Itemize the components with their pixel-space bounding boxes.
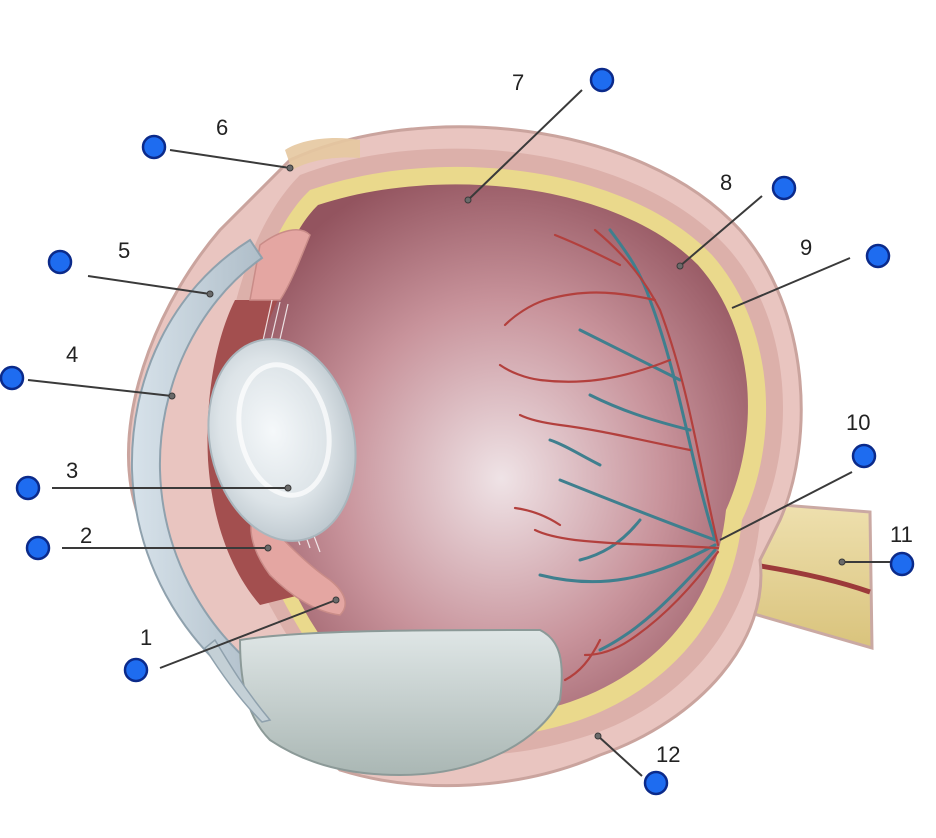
sectional-cut-shape bbox=[238, 628, 563, 777]
leader-1 bbox=[159, 599, 337, 669]
label-number-3: 3 bbox=[66, 458, 78, 483]
answer-markers bbox=[0, 67, 915, 796]
ciliary-body-upper bbox=[249, 229, 311, 301]
leader-8 bbox=[679, 195, 763, 267]
vitreous-body-shape bbox=[254, 184, 748, 720]
label-number-1: 1 bbox=[140, 625, 152, 650]
leader-12 bbox=[597, 735, 643, 777]
label-number-5: 5 bbox=[118, 238, 130, 263]
leader-6-tip bbox=[286, 164, 294, 172]
label-number-8: 8 bbox=[720, 170, 732, 195]
leader-5 bbox=[87, 275, 211, 295]
marker-5[interactable] bbox=[47, 249, 73, 275]
marker-12[interactable] bbox=[643, 770, 669, 796]
leader-4-tip bbox=[168, 392, 176, 400]
marker-1[interactable] bbox=[123, 657, 149, 683]
marker-10[interactable] bbox=[851, 443, 877, 469]
marker-8[interactable] bbox=[771, 175, 797, 201]
leader-6 bbox=[169, 149, 291, 169]
number-labels: 1 2 3 4 5 6 7 8 9 10 11 12 bbox=[66, 70, 913, 767]
leader-lines bbox=[27, 89, 890, 777]
marker-3[interactable] bbox=[15, 475, 41, 501]
label-number-10: 10 bbox=[846, 410, 870, 435]
label-number-4: 4 bbox=[66, 342, 78, 367]
label-number-12: 12 bbox=[656, 742, 680, 767]
leader-2-tip bbox=[264, 544, 272, 552]
leader-5-tip bbox=[206, 290, 214, 298]
lens-inner-ring bbox=[236, 362, 332, 498]
leader-12-tip bbox=[594, 732, 602, 740]
retinal-veins bbox=[538, 228, 717, 652]
leader-1-tip bbox=[332, 596, 340, 604]
label-number-7: 7 bbox=[512, 70, 524, 95]
leader-7-tip bbox=[464, 196, 472, 204]
marker-6[interactable] bbox=[141, 134, 167, 160]
eye-artwork bbox=[126, 125, 874, 788]
upper-eyelid-fold bbox=[285, 138, 360, 170]
leader-7 bbox=[467, 89, 583, 201]
marker-11[interactable] bbox=[889, 551, 915, 577]
label-number-9: 9 bbox=[800, 235, 812, 260]
leader-9 bbox=[731, 257, 851, 309]
marker-7[interactable] bbox=[589, 67, 615, 93]
leader-11-tip bbox=[838, 558, 846, 566]
cornea-lower-cut bbox=[204, 638, 272, 723]
marker-9[interactable] bbox=[865, 243, 891, 269]
marker-4[interactable] bbox=[0, 365, 25, 391]
leader-8-tip bbox=[676, 262, 684, 270]
marker-2[interactable] bbox=[25, 535, 51, 561]
leader-3-tip bbox=[284, 484, 292, 492]
leader-4 bbox=[27, 379, 173, 397]
label-number-2: 2 bbox=[80, 523, 92, 548]
label-number-11: 11 bbox=[890, 522, 913, 547]
retinal-arteries bbox=[498, 228, 720, 682]
label-number-6: 6 bbox=[216, 115, 228, 140]
leader-10 bbox=[719, 471, 853, 541]
